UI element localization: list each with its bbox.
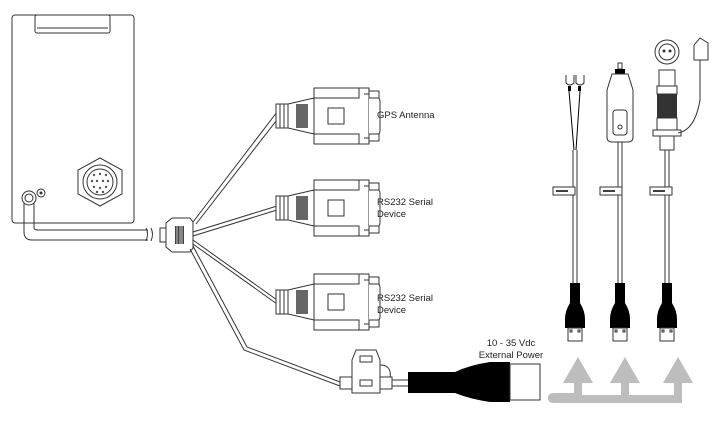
rs232-2-label-line1: RS232 Serial	[377, 293, 433, 304]
rs232-1-label: RS232 Serial Device	[377, 197, 433, 221]
usb-plug-1	[564, 282, 586, 342]
y-splitter	[159, 217, 194, 253]
cigarette-lighter-cable	[599, 62, 634, 285]
usb-plug-3	[656, 282, 678, 342]
db9-rs232-connector-1	[275, 179, 381, 237]
panel-socket-cable	[649, 37, 709, 285]
power-label-line2: External Power	[478, 350, 544, 361]
rs232-2-label-line2: Device	[377, 305, 407, 316]
arrow-base	[548, 383, 682, 403]
usb-plug-2	[609, 282, 631, 342]
rs232-2-label: RS232 Serial Device	[377, 293, 433, 317]
gps-antenna-label: GPS Antenna	[377, 110, 435, 122]
rs232-1-label-line2: Device	[377, 209, 407, 220]
arrow-group	[548, 357, 693, 403]
main-unit	[11, 14, 153, 242]
power-barrel-plug	[408, 362, 541, 402]
arrow-up-icon	[610, 357, 640, 383]
spade-terminal-cable	[552, 75, 585, 285]
rs232-1-label-line1: RS232 Serial	[377, 197, 433, 208]
db9-gps-connector	[275, 87, 381, 145]
arrow-up-icon	[563, 357, 593, 383]
power-label-line1: 10 - 35 Vdc	[486, 338, 536, 349]
gps-label-text: GPS Antenna	[377, 110, 435, 121]
arrow-up-icon	[663, 357, 693, 383]
branch-cables	[189, 111, 341, 387]
power-label: 10 - 35 Vdc External Power	[476, 338, 546, 362]
db9-rs232-connector-2	[275, 273, 381, 331]
inline-fuse-holder	[339, 349, 408, 394]
